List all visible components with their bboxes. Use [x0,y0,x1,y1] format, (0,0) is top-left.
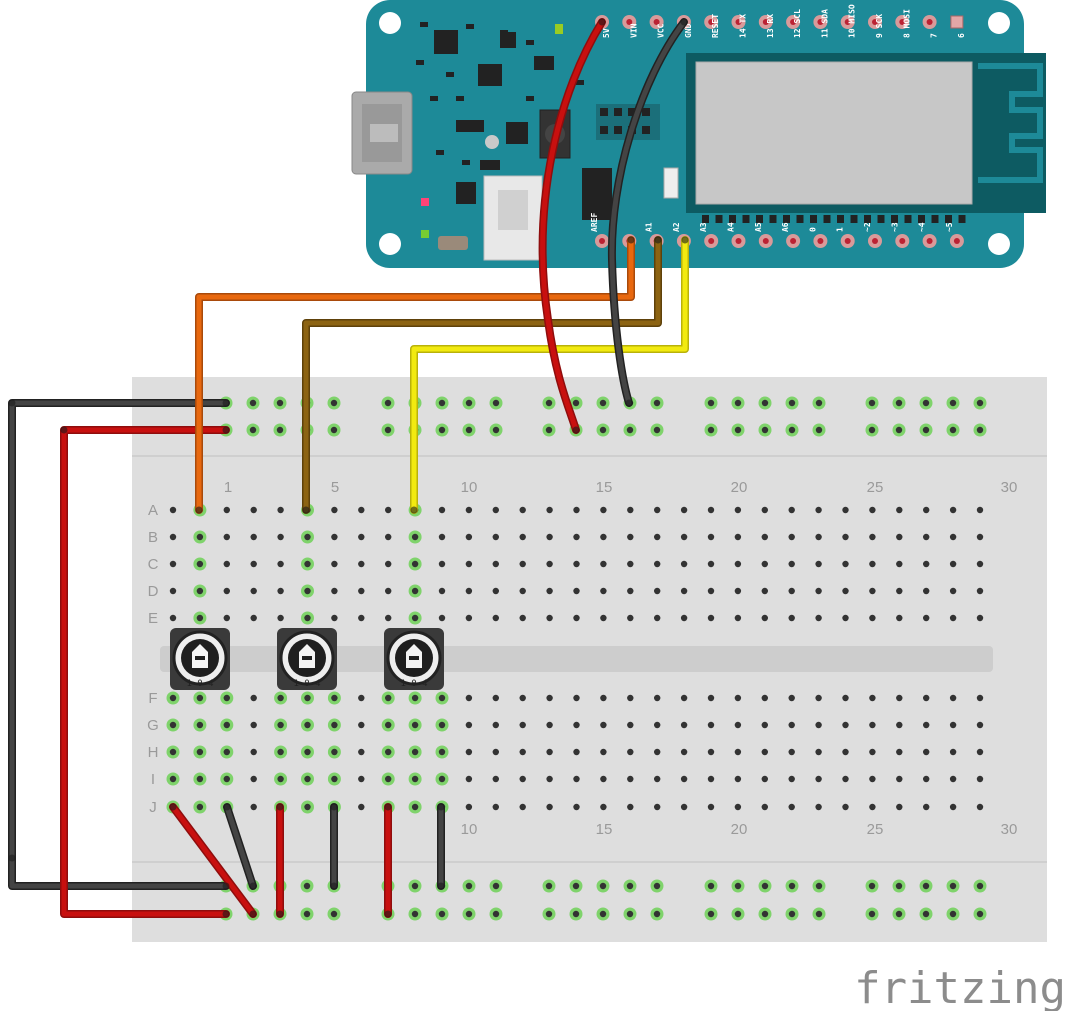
pin-label: RESET [711,14,720,38]
row-label: J [149,799,157,816]
pin-label: VCC [657,23,666,38]
column-number: 30 [1001,821,1018,838]
wire-endpoints [8,18,689,918]
breadboard-channel [160,646,993,672]
pin-label: GND [684,23,693,38]
pin-label: 6 [957,33,966,38]
column-number: 25 [867,479,884,496]
column-number: 1 [224,479,232,496]
column-number: 20 [731,821,748,838]
pin-label: A4 [727,222,736,232]
pin-label: A2 [672,222,681,232]
row-label: D [148,583,159,600]
pin-label: 8 MOSI [902,9,911,38]
potentiometer: 1 0 4 [277,628,337,690]
row-label: I [151,771,155,788]
potentiometers: 1 0 4 1 0 4 1 0 4 [170,628,444,690]
column-number: 5 [331,479,339,496]
column-number: 10 [461,821,478,838]
pin-label: 7 [930,33,939,38]
pin-label: ~3 [890,222,899,232]
pin-label: A1 [645,222,654,232]
fritzing-watermark: fritzing [854,963,1066,1011]
pin-label: A3 [699,222,708,232]
row-label: H [148,744,159,761]
pin-label: 14 TX [739,14,748,38]
row-label: F [148,690,157,707]
bottom-header-pins: AREF A1 A2 A3 A4 A5 A6 0 1 ~2 ~3 ~4 ~5 [590,213,964,248]
column-number: 25 [867,821,884,838]
pin-label: 5V [602,28,611,38]
row-label: A [148,502,158,519]
breadboard-holes [166,396,987,921]
pin-label: 9 SCK [875,14,884,38]
pin-label: 11 SDA [820,9,829,38]
mount-hole-icon [988,12,1010,34]
pin-label: 0 [808,227,817,232]
wires [8,18,689,918]
row-label: E [148,610,158,627]
row-label: B [148,529,158,546]
pin-label: 13 RX [766,14,775,38]
column-number: 15 [596,479,613,496]
mount-hole-icon [988,233,1010,255]
column-number: 10 [461,479,478,496]
pin-label: 12 SCL [793,9,802,38]
mount-hole-icon [379,233,401,255]
column-number: 30 [1001,479,1018,496]
potentiometer: 1 0 4 [384,628,444,690]
pin-label: A6 [781,222,790,232]
top-header-pins: 5V VIN VCC GND RESET 14 TX 13 RX 12 SCL 11 SDA 10… [595,4,966,38]
pot-label: 1 0 4 [400,679,427,689]
pin-label: VIN [629,23,638,38]
pin-label: 10 MISO [848,4,857,38]
pot-label: 1 0 4 [186,679,213,689]
row-label: C [148,556,159,573]
mount-hole-icon [379,12,401,34]
pot-label: 1 0 4 [293,679,320,689]
pin-label: ~2 [863,222,872,232]
row-label: G [147,717,159,734]
pin-label: A5 [754,222,763,232]
pin-label: AREF [590,213,599,232]
pin-label: ~5 [945,222,954,232]
column-number: 20 [731,479,748,496]
pin-label: 1 [836,227,845,232]
pin-label: ~4 [918,222,927,232]
column-number: 15 [596,821,613,838]
potentiometer: 1 0 4 [170,628,230,690]
